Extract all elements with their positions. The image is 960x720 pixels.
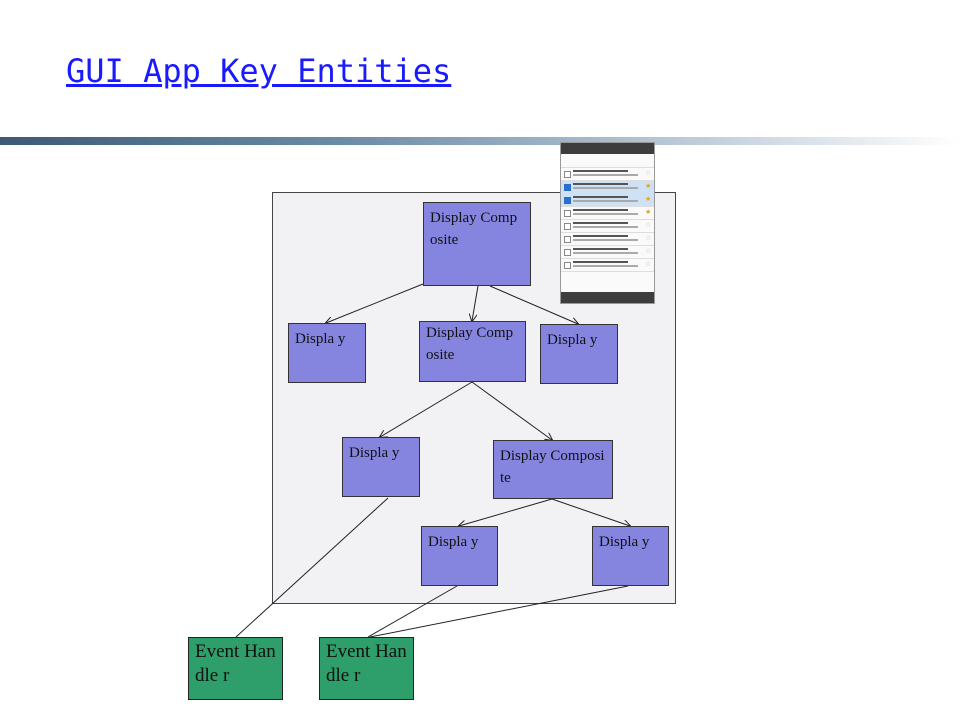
display-level2-left: Displa y — [342, 437, 420, 497]
display-level3-right: Displa y — [592, 526, 669, 586]
phone-mail-row: ☆ — [561, 233, 654, 246]
display-level3-left: Displa y — [421, 526, 498, 586]
phone-mail-row: ★ — [561, 194, 654, 207]
event-handler-left: Event Handle r — [188, 637, 283, 700]
handler-label: Event Handle r — [195, 641, 276, 686]
node-label: Displa y — [547, 332, 598, 348]
edge-display-to-handler-right-a — [367, 585, 458, 638]
edge-mid-to-left — [380, 381, 473, 437]
phone-mail-row: ★ — [561, 207, 654, 220]
phone-mail-row: ☆ — [561, 168, 654, 181]
node-label: Displa y — [599, 534, 650, 550]
phone-mail-row: ☆ — [561, 220, 654, 233]
title-divider — [0, 137, 960, 145]
node-label: Displa y — [428, 534, 479, 550]
node-label: Displa y — [295, 331, 346, 347]
phone-mail-row: ★ — [561, 181, 654, 194]
phone-refresh-row — [561, 154, 654, 168]
display-composite-mid: Display Composite — [419, 321, 526, 382]
display-composite-low: Display Composite — [493, 440, 613, 499]
phone-mail-row: ☆ — [561, 259, 654, 272]
display-level1-right: Displa y — [540, 324, 618, 384]
display-composite-top: Display Composite — [423, 202, 531, 286]
node-label: Display Composite — [426, 325, 514, 363]
phone-app-bar — [561, 143, 654, 154]
handler-label: Event Handle r — [326, 641, 407, 686]
edge-low-to-left — [459, 498, 553, 526]
phone-screenshot: ☆ ★ ★ ★ ☆ ☆ ☆ ☆ — [560, 142, 655, 304]
node-label: Displa y — [349, 445, 400, 461]
event-handler-right: Event Handle r — [319, 637, 414, 700]
edge-display-to-handler-left — [235, 497, 389, 638]
display-level1-left: Displa y — [288, 323, 366, 383]
phone-bottom-toolbar — [561, 292, 654, 303]
edge-mid-to-low — [471, 381, 552, 440]
edge-display-to-handler-right-b — [369, 585, 629, 638]
edge-low-to-right — [551, 498, 630, 526]
edge-top-to-right — [489, 285, 578, 324]
slide-title: GUI App Key Entities — [66, 52, 452, 90]
edge-top-to-mid — [472, 285, 479, 321]
edge-top-to-left — [326, 283, 424, 323]
phone-mail-row: ☆ — [561, 246, 654, 259]
node-label: Display Composite — [500, 448, 605, 486]
node-label: Display Composite — [430, 210, 518, 248]
